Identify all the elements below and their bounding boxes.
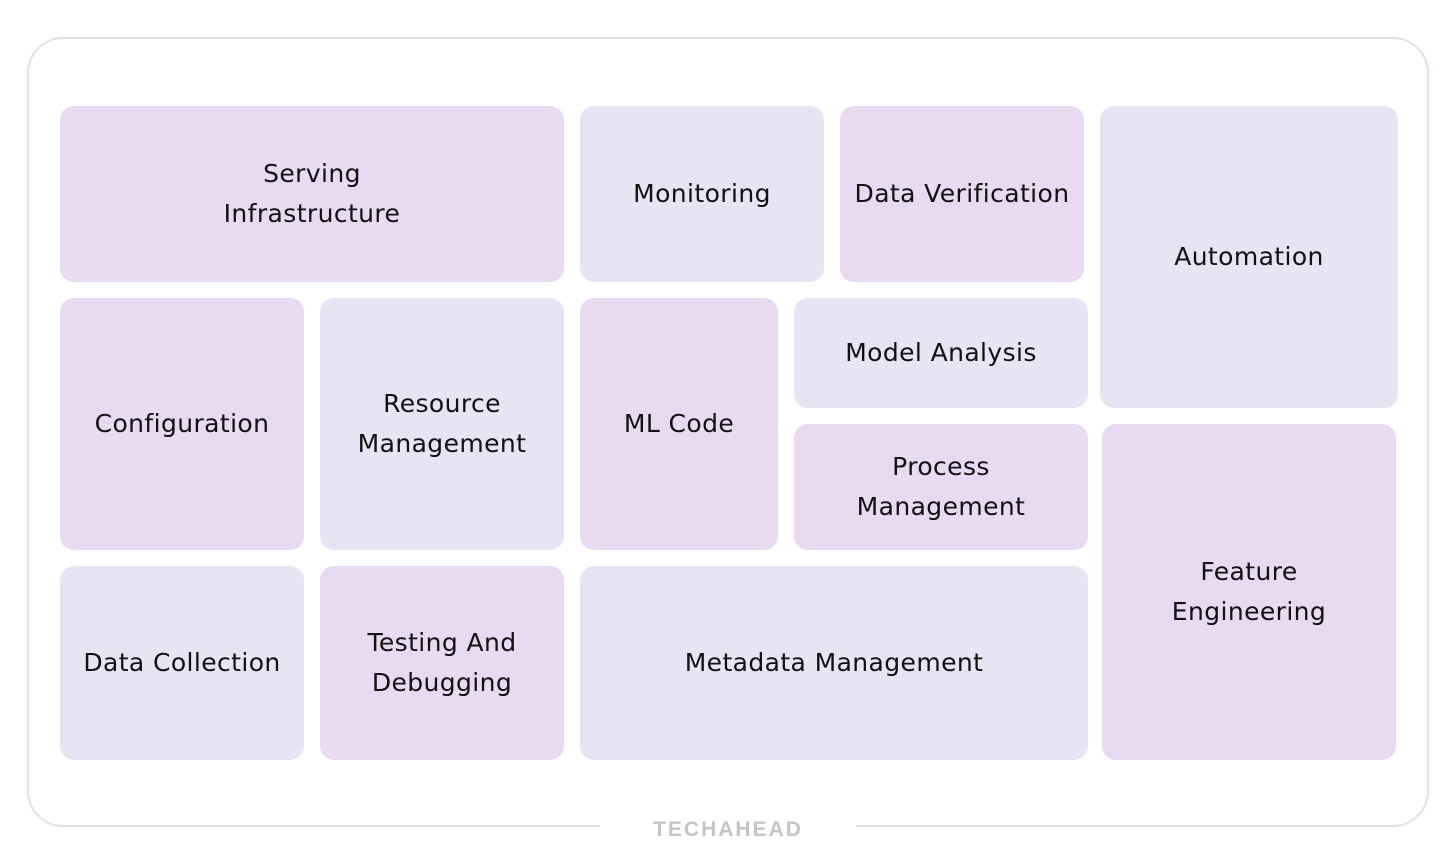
tile-model-analysis: Model Analysis bbox=[794, 298, 1088, 408]
tile-label: Metadata Management bbox=[684, 648, 984, 677]
tile-label: Monitoring bbox=[633, 179, 771, 208]
tile-metadata-management: Metadata Management bbox=[580, 566, 1088, 760]
tile-label: Configuration bbox=[94, 409, 270, 438]
tile-label: Feature Engineering bbox=[1171, 557, 1327, 626]
tile-label: Data Verification bbox=[854, 179, 1070, 208]
tile-label: Testing And Debugging bbox=[367, 628, 517, 697]
tile-label: Serving Infrastructure bbox=[223, 159, 401, 228]
tile-label: ML Code bbox=[623, 409, 735, 438]
tile-ml-code: ML Code bbox=[580, 298, 778, 550]
tile-label: Model Analysis bbox=[845, 338, 1037, 367]
tile-resource-management: Resource Management bbox=[320, 298, 564, 550]
tile-feature-engineering: Feature Engineering bbox=[1102, 424, 1396, 760]
tile-label: Process Management bbox=[856, 452, 1026, 521]
tile-monitoring: Monitoring bbox=[580, 106, 824, 282]
tile-testing-and-debugging: Testing And Debugging bbox=[320, 566, 564, 760]
tile-label: Resource Management bbox=[357, 389, 527, 458]
tile-data-verification: Data Verification bbox=[840, 106, 1084, 282]
tile-label: Automation bbox=[1174, 242, 1324, 271]
tile-data-collection: Data Collection bbox=[60, 566, 304, 760]
tile-label: Data Collection bbox=[83, 648, 281, 677]
tile-process-management: Process Management bbox=[794, 424, 1088, 550]
tile-automation: Automation bbox=[1100, 106, 1398, 408]
brand-watermark: TECHAHEAD bbox=[600, 814, 856, 846]
tile-configuration: Configuration bbox=[60, 298, 304, 550]
tile-serving-infrastructure: Serving Infrastructure bbox=[60, 106, 564, 282]
